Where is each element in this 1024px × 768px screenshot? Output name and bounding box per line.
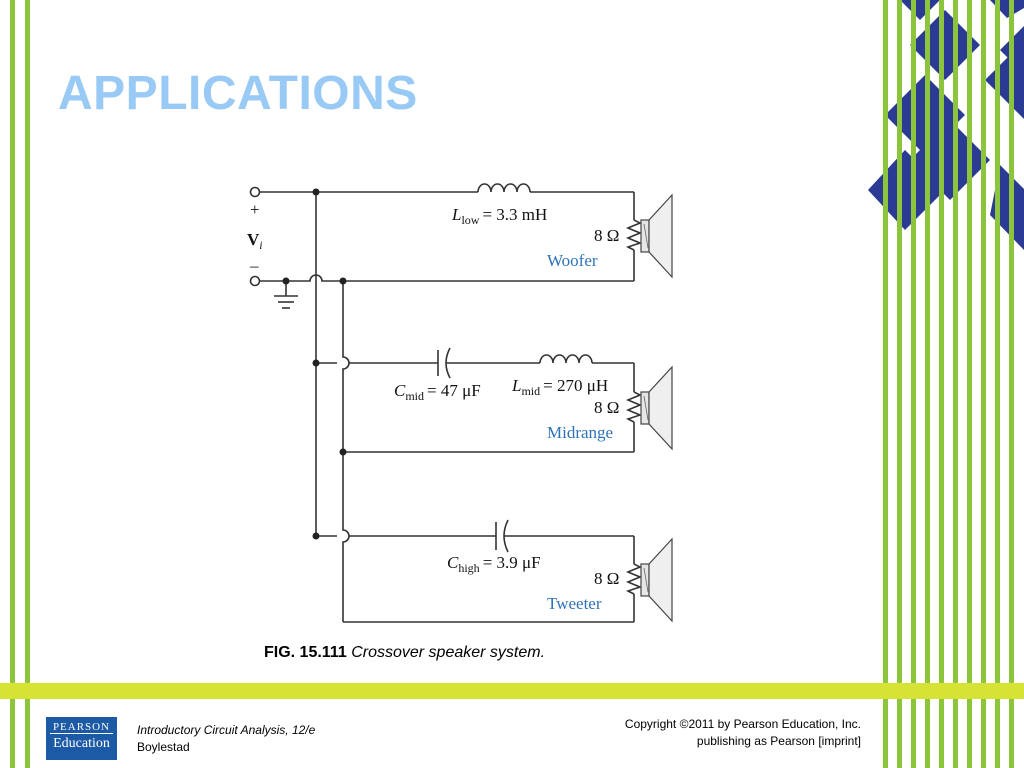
junction-dot [312,532,320,540]
input-terminal-minus [249,275,261,287]
figure-caption-text: Crossover speaker system. [351,644,546,661]
tweeter-label: Tweeter [547,594,602,613]
footer-band [0,683,1024,699]
left-stripe [10,0,15,768]
input-voltage-label: Vi [247,230,263,252]
midrange-speaker-icon [640,365,673,451]
input-minus-label: – [249,256,259,275]
resistor-woofer [625,219,643,251]
tweeter-capacitor-label: Chigh= 3.9 μF [447,553,541,575]
resistor-tweeter [625,563,643,595]
junction-dot [339,448,347,456]
inductor-low [477,183,531,193]
woofer-inductor-label: Llow= 3.3 mH [451,205,547,227]
right-stripes [883,0,1014,768]
woofer-label: Woofer [547,251,598,270]
woofer-resistance-label: 8 Ω [594,226,619,245]
pearson-education-logo: PEARSON Education [46,717,117,760]
input-terminal-plus [249,186,261,198]
book-info: Introductory Circuit Analysis, 12/e Boyl… [137,722,315,756]
tweeter-resistance-label: 8 Ω [594,569,619,588]
input-plus-label: + [250,200,260,219]
logo-line-pearson: PEARSON [50,717,113,734]
midrange-capacitor-label: Cmid= 47 μF [394,381,481,403]
slide-title: APPLICATIONS [58,67,418,120]
figure-caption: FIG. 15.111 Crossover speaker system. [264,644,545,662]
midrange-inductor-label: Lmid= 270 μH [511,376,608,398]
junction-dot [339,277,347,285]
logo-line-education: Education [53,736,110,751]
midrange-resistance-label: 8 Ω [594,398,619,417]
left-stripe [25,0,30,768]
junction-dot [312,188,320,196]
junction-dot [282,277,290,285]
copyright-line-1: Copyright ©2011 by Pearson Education, In… [624,717,861,731]
midrange-label: Midrange [547,423,613,442]
copyright-notice: Copyright ©2011 by Pearson Education, In… [625,716,861,750]
resistor-midrange [625,391,643,423]
book-title: Introductory Circuit Analysis, 12/e [137,723,316,737]
junction-dot [312,359,320,367]
book-author: Boylestad [137,740,190,754]
tweeter-speaker-icon [640,537,673,623]
copyright-line-2: publishing as Pearson [imprint] [696,734,861,748]
woofer-speaker-icon [640,193,673,279]
figure-number: FIG. 15.111 [264,644,347,661]
inductor-mid [539,354,593,364]
